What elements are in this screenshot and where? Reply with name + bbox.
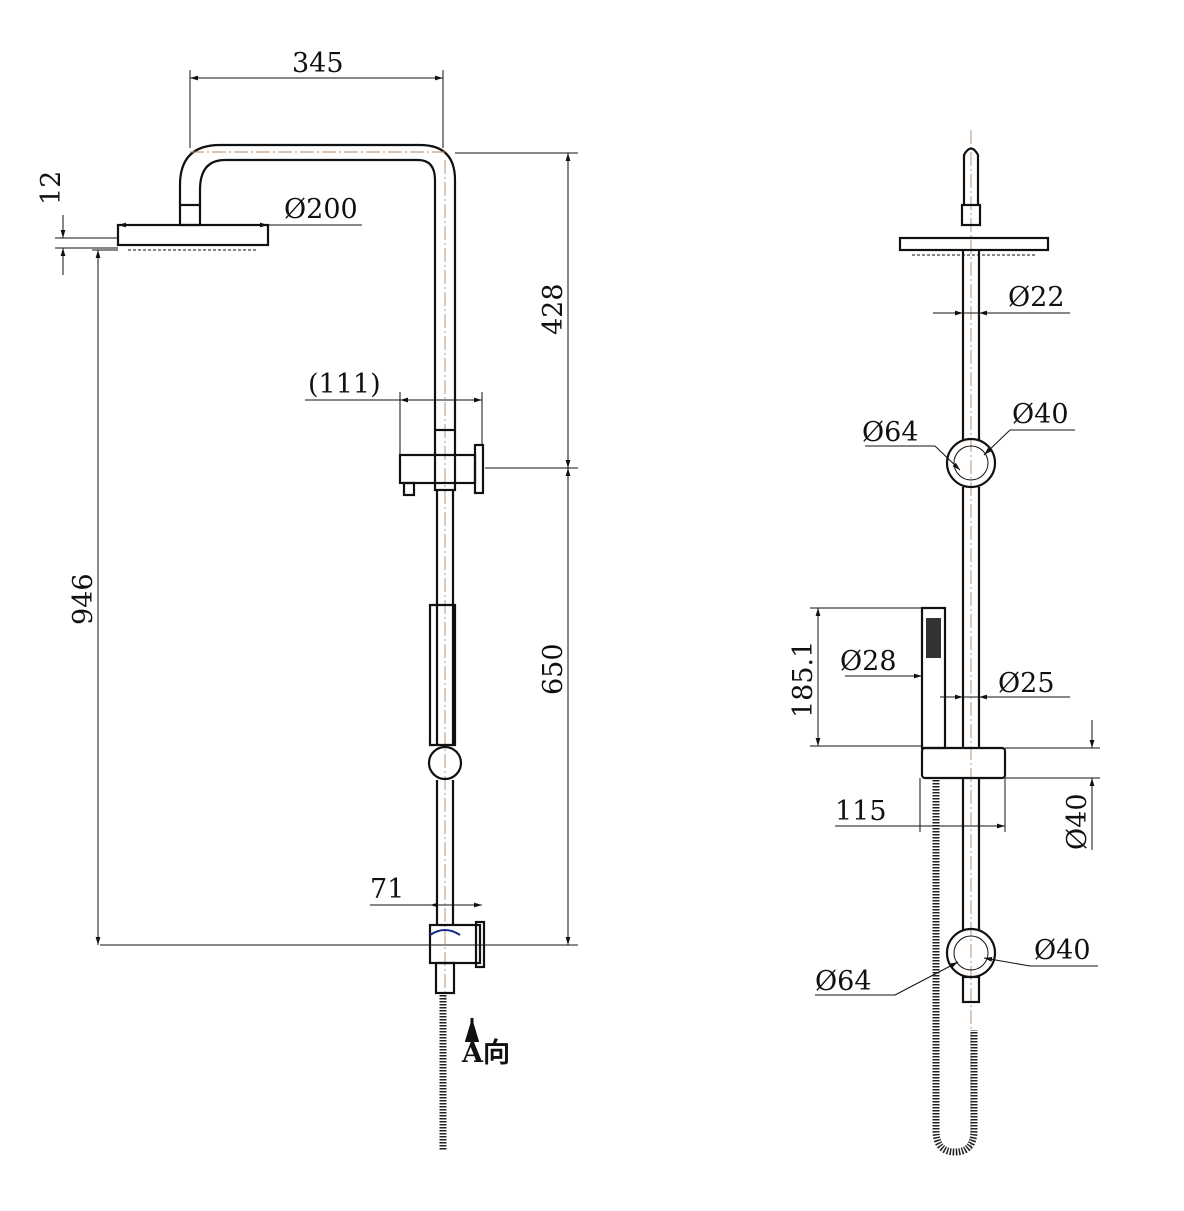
dim-head-diameter: Ø200	[284, 194, 358, 225]
dim-head-height: 946	[68, 573, 99, 625]
handset-holder	[427, 745, 463, 781]
side-shower-head	[898, 236, 1050, 252]
dim-holder-depth: 115	[835, 796, 887, 827]
hand-shower	[428, 603, 457, 747]
dim-lower-bracket-offset: 71	[370, 874, 404, 905]
dim-lower-bracket-inner: Ø40	[1034, 935, 1091, 966]
head-connector	[178, 203, 202, 227]
side-hose	[932, 780, 978, 1156]
shower-arm	[178, 143, 457, 430]
dim-bracket-offset: (111)	[308, 369, 381, 400]
dim-upper-bracket-inner: Ø40	[1012, 399, 1069, 430]
upper-bracket	[433, 428, 457, 492]
dim-head-thickness: 12	[36, 171, 67, 205]
dim-handset-diameter: Ø28	[840, 646, 897, 677]
dim-arm-reach: 345	[292, 48, 344, 79]
dim-upper-bracket-outer: Ø64	[862, 417, 919, 448]
dim-upper-length: 428	[538, 283, 569, 335]
view-arrow-label: A向	[461, 1037, 510, 1069]
dim-bracket-spacing: 650	[538, 643, 569, 695]
side-holder	[920, 746, 1007, 780]
dim-handset-length: 185.1	[788, 641, 819, 718]
shower-head	[116, 223, 270, 247]
side-upper-bracket	[945, 437, 997, 489]
dim-rail-diameter: Ø25	[998, 668, 1055, 699]
front-view: A向 345 12 Ø200 428 650 946 (111) 71	[36, 48, 578, 1150]
side-arm-top	[962, 147, 980, 205]
dim-lower-bracket-outer: Ø64	[815, 966, 872, 997]
dim-pipe-diameter: Ø22	[1008, 282, 1065, 313]
dim-holder-diameter: Ø40	[1062, 794, 1093, 851]
side-view: Ø22 Ø64 Ø40 185.1 Ø28 Ø25 115 Ø40 Ø40	[788, 130, 1100, 1156]
